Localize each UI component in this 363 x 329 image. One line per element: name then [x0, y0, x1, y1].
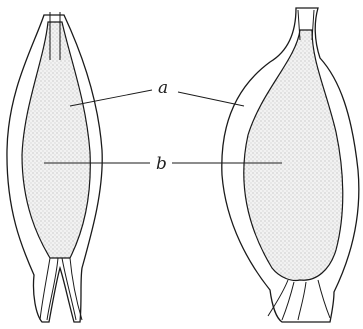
right-specimen	[222, 8, 359, 322]
left-specimen	[7, 12, 102, 322]
leader-a-right	[178, 92, 244, 106]
label-a: a	[158, 80, 168, 97]
label-b: b	[156, 156, 167, 173]
